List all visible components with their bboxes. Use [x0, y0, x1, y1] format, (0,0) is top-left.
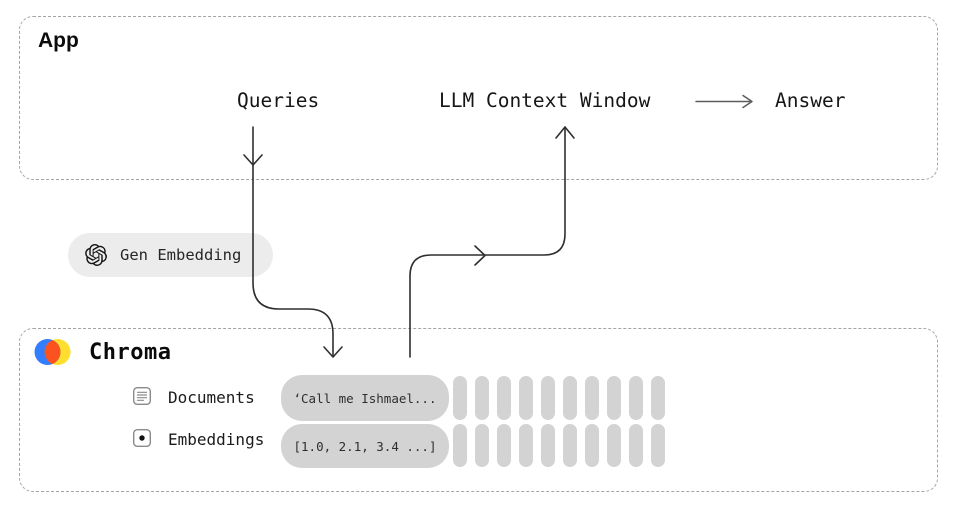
embedding-bars — [453, 376, 665, 467]
gen-embedding-label: Gen Embedding — [120, 246, 242, 264]
chroma-title: Chroma — [89, 340, 172, 365]
embedding-vector-bar — [541, 424, 555, 467]
document-chunk-bar — [519, 376, 533, 420]
embedding-vector-bar — [607, 424, 621, 467]
app-box: App Queries LLM Context Window Answer — [19, 16, 938, 180]
llm-context-window-label: LLM Context Window — [439, 89, 651, 112]
chroma-logo-icon — [34, 338, 71, 366]
document-chunk-bar — [541, 376, 555, 420]
document-chunk-bar — [563, 376, 577, 420]
right-arrow-icon — [695, 94, 757, 109]
embedding-vector-bar — [629, 424, 643, 467]
embedding-vector-bar — [453, 424, 467, 467]
embedding-bar-column — [585, 376, 599, 467]
document-chunk-bar — [607, 376, 621, 420]
document-chunk-bar — [585, 376, 599, 420]
embedding-bar-column — [607, 376, 621, 467]
embedding-bar-column — [541, 376, 555, 467]
documents-label: Documents — [168, 388, 255, 407]
embedding-bar-column — [629, 376, 643, 467]
embeddings-label: Embeddings — [168, 430, 265, 449]
embedding-vector-bar — [475, 424, 489, 467]
embedding-bar-column — [475, 376, 489, 467]
embedding-bar-column — [651, 376, 665, 467]
embedding-bar-column — [453, 376, 467, 467]
embedding-bar-column — [497, 376, 511, 467]
embedding-vector-bar — [651, 424, 665, 467]
embedding-bar-column — [563, 376, 577, 467]
embedding-vector-bar — [497, 424, 511, 467]
app-box-title: App — [38, 29, 79, 52]
embedding-vector-bar — [563, 424, 577, 467]
document-icon — [132, 386, 152, 406]
embedding-vector-bar — [585, 424, 599, 467]
answer-label: Answer — [775, 89, 846, 112]
embedding-vector-bar — [519, 424, 533, 467]
embedding-bar-column — [519, 376, 533, 467]
document-chunk-bar — [651, 376, 665, 420]
gen-embedding-chip: Gen Embedding — [68, 233, 273, 277]
document-chunk-bar — [453, 376, 467, 420]
document-chunk-bar — [475, 376, 489, 420]
document-sample-pill: ‘Call me Ishmael... — [281, 375, 449, 421]
embedding-sample-pill: [1.0, 2.1, 3.4 ...] — [281, 424, 449, 468]
document-chunk-bar — [629, 376, 643, 420]
document-chunk-bar — [497, 376, 511, 420]
queries-label: Queries — [237, 89, 320, 112]
embeddings-icon — [132, 428, 152, 448]
chroma-box: Chroma Documents ‘Call me Ishmael... Emb… — [19, 328, 938, 492]
openai-logo-icon — [85, 244, 107, 267]
